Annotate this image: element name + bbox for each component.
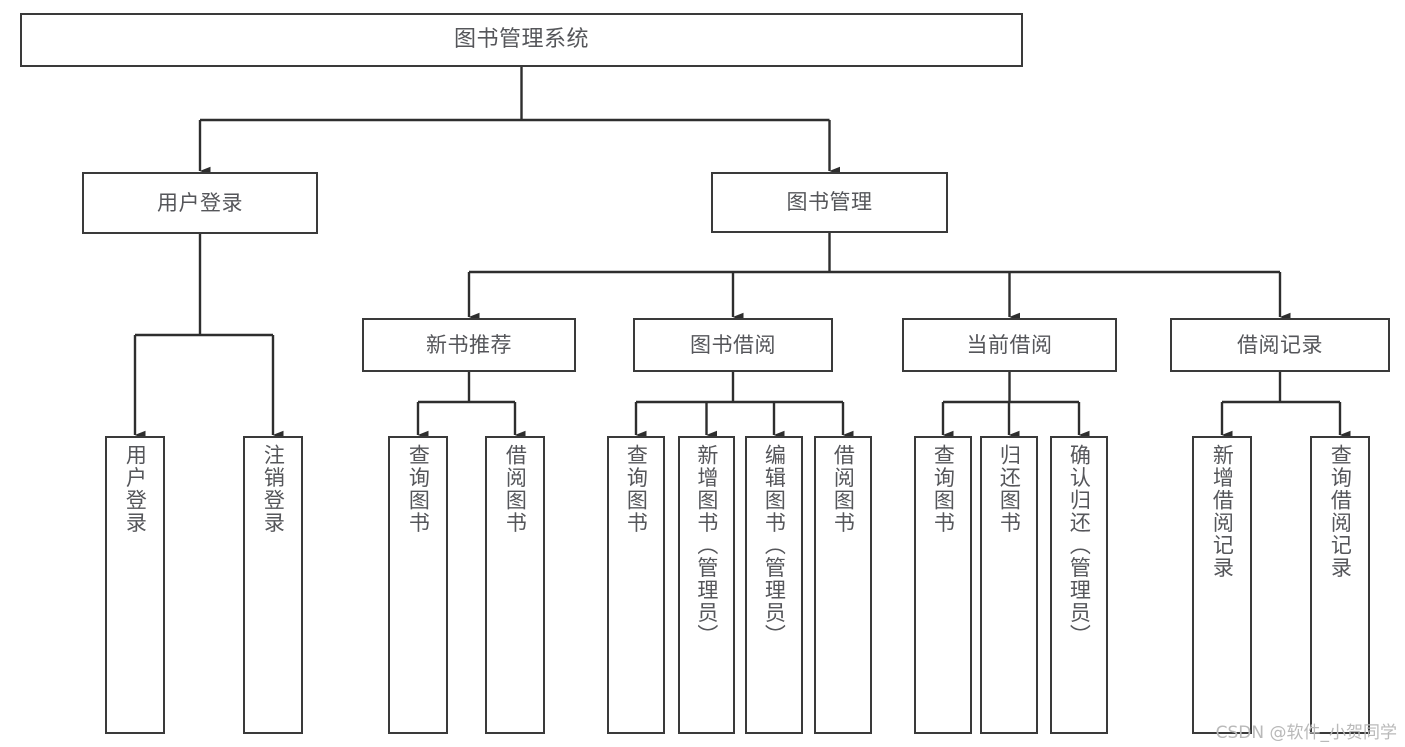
node-root[interactable]: 图书管理系统 [20,13,1023,67]
node-label: 确认归还（管理员） [1067,444,1092,647]
node-label: 编辑图书（管理员） [762,444,787,647]
node-label: 查询图书 [406,444,431,534]
node-label: 查询借阅记录 [1328,444,1353,579]
watermark-text: CSDN @软件_小贺同学 [1215,723,1397,743]
node-leaf-edit-book[interactable]: 编辑图书（管理员） [745,436,803,734]
node-user-login[interactable]: 用户登录 [82,172,318,234]
node-book-borrow[interactable]: 图书借阅 [633,318,833,372]
node-leaf-return-book[interactable]: 归还图书 [980,436,1038,734]
node-label: 借阅记录 [1237,332,1323,357]
node-leaf-borrow-book-2[interactable]: 借阅图书 [814,436,872,734]
node-label: 当前借阅 [966,332,1053,357]
node-label: 新书推荐 [426,332,512,357]
node-label: 借阅图书 [831,444,856,534]
node-label: 注销登录 [261,444,286,534]
node-leaf-query-book-2[interactable]: 查询图书 [607,436,665,734]
node-label: 借阅图书 [503,444,528,534]
node-leaf-query-book-3[interactable]: 查询图书 [914,436,972,734]
node-label: 图书管理 [786,190,873,215]
node-label: 图书管理系统 [453,27,589,53]
node-new-book-rec[interactable]: 新书推荐 [362,318,576,372]
node-label: 归还图书 [997,444,1022,534]
node-leaf-confirm-return[interactable]: 确认归还（管理员） [1050,436,1108,734]
node-book-manage[interactable]: 图书管理 [711,172,948,233]
node-label: 新增图书（管理员） [694,444,719,647]
node-label: 查询图书 [931,444,956,534]
node-label: 用户登录 [157,190,243,215]
node-leaf-query-record[interactable]: 查询借阅记录 [1310,436,1370,734]
node-leaf-add-record[interactable]: 新增借阅记录 [1192,436,1252,734]
node-label: 新增借阅记录 [1210,444,1235,579]
node-leaf-add-book[interactable]: 新增图书（管理员） [678,436,735,734]
node-borrow-record[interactable]: 借阅记录 [1170,318,1390,372]
node-label: 查询图书 [624,444,649,534]
node-current-borrow[interactable]: 当前借阅 [902,318,1117,372]
node-leaf-query-book-1[interactable]: 查询图书 [388,436,448,734]
node-leaf-logout[interactable]: 注销登录 [243,436,303,734]
node-label: 图书借阅 [690,332,776,357]
node-leaf-borrow-book-1[interactable]: 借阅图书 [485,436,545,734]
node-leaf-user-login[interactable]: 用户登录 [105,436,165,734]
node-label: 用户登录 [123,444,148,534]
